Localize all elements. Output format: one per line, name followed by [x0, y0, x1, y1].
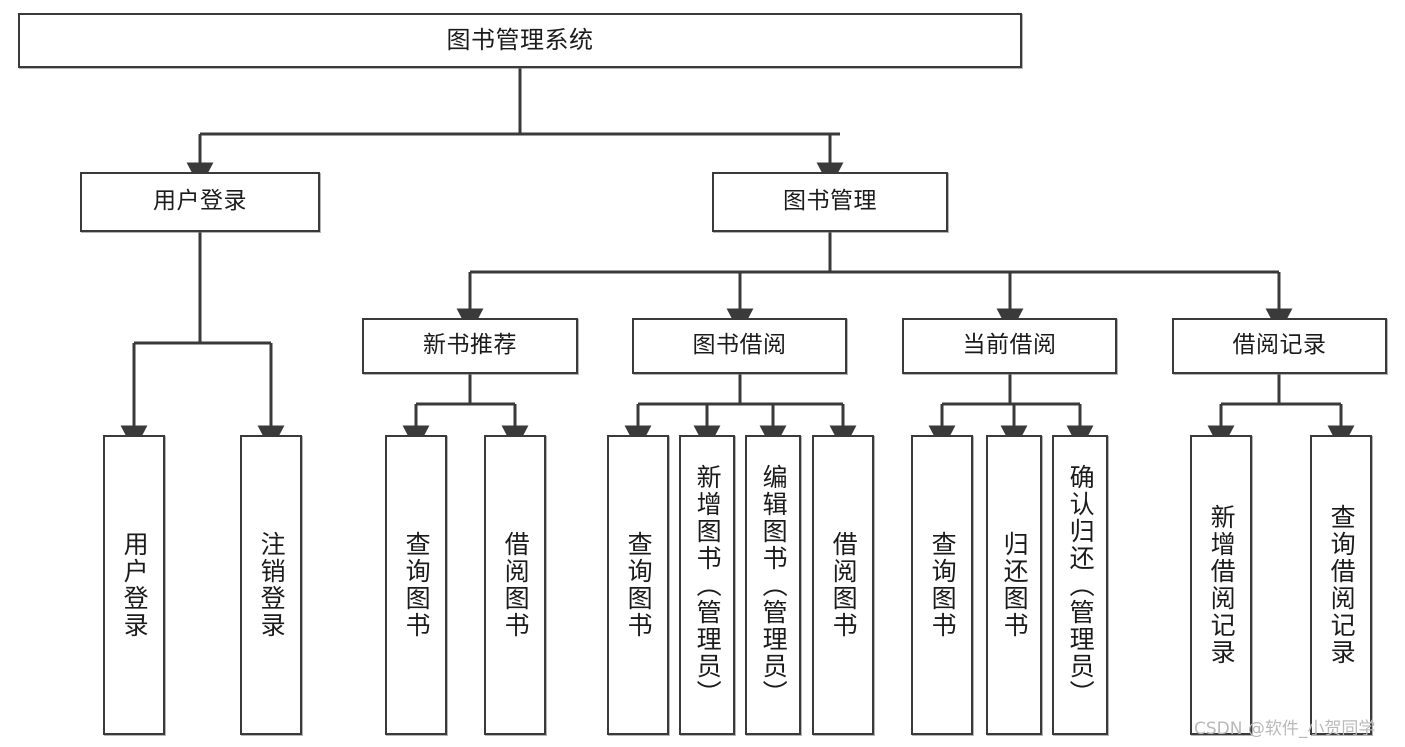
node-root-label: 图书管理系统 — [446, 26, 594, 55]
node-borrow-record[interactable]: 借阅记录 — [1172, 318, 1387, 374]
node-leaf-query-record-label: 查询借阅记录 — [1327, 504, 1357, 666]
node-book-borrow-label: 图书借阅 — [692, 332, 787, 359]
node-root[interactable]: 图书管理系统 — [18, 13, 1022, 68]
node-leaf-query-book-rec-label: 查询图书 — [402, 531, 432, 639]
node-leaf-logout-label: 注销登录 — [257, 531, 287, 639]
node-borrow-record-label: 借阅记录 — [1232, 332, 1327, 359]
node-leaf-add-book-label: 新增图书（管理员） — [693, 463, 723, 707]
connector-bookmanage-to-level3 — [456, 232, 1293, 334]
node-leaf-add-record[interactable]: 新增借阅记录 — [1190, 435, 1252, 735]
node-current-borrow[interactable]: 当前借阅 — [902, 318, 1117, 374]
connector-newbook-to-leaves — [402, 374, 529, 451]
node-leaf-add-record-label: 新增借阅记录 — [1207, 504, 1237, 666]
csdn-watermark: CSDN @软件_小贺同学 — [1194, 719, 1376, 739]
connector-borrowrecord-to-leaves — [1207, 374, 1355, 451]
node-leaf-query-book-cur[interactable]: 查询图书 — [911, 435, 973, 735]
node-book-manage[interactable]: 图书管理 — [712, 172, 948, 232]
node-leaf-edit-book-label: 编辑图书（管理员） — [759, 463, 789, 707]
node-leaf-borrow-book-label: 借阅图书 — [829, 531, 859, 639]
node-current-borrow-label: 当前借阅 — [962, 332, 1057, 359]
connector-userlogin-to-leaves — [120, 232, 285, 451]
node-leaf-confirm-return-label: 确认归还（管理员） — [1066, 463, 1096, 707]
node-leaf-edit-book[interactable]: 编辑图书（管理员） — [745, 435, 801, 735]
node-new-book-recommend-label: 新书推荐 — [423, 332, 517, 359]
node-leaf-user-login-label: 用户登录 — [120, 531, 150, 639]
node-user-login[interactable]: 用户登录 — [80, 172, 320, 232]
node-leaf-add-book[interactable]: 新增图书（管理员） — [679, 435, 735, 735]
node-leaf-confirm-return[interactable]: 确认归还（管理员） — [1052, 435, 1108, 735]
node-leaf-borrow-book-rec[interactable]: 借阅图书 — [484, 435, 546, 735]
node-leaf-query-record[interactable]: 查询借阅记录 — [1310, 435, 1372, 735]
node-leaf-user-login[interactable]: 用户登录 — [103, 435, 165, 735]
node-book-borrow[interactable]: 图书借阅 — [632, 318, 847, 374]
node-leaf-return-book-label: 归还图书 — [1000, 531, 1030, 639]
node-book-manage-label: 图书管理 — [783, 188, 877, 215]
node-leaf-logout[interactable]: 注销登录 — [240, 435, 302, 735]
node-user-login-label: 用户登录 — [153, 188, 247, 215]
connector-currentborrow-to-leaves — [928, 374, 1094, 451]
node-leaf-query-book-rec[interactable]: 查询图书 — [385, 435, 447, 735]
node-leaf-query-book-borrow[interactable]: 查询图书 — [607, 435, 669, 735]
node-leaf-query-book-cur-label: 查询图书 — [928, 531, 958, 639]
connector-root-to-level2 — [186, 68, 844, 188]
node-new-book-recommend[interactable]: 新书推荐 — [362, 318, 578, 374]
node-leaf-return-book[interactable]: 归还图书 — [986, 435, 1042, 735]
node-leaf-borrow-book-rec-label: 借阅图书 — [501, 531, 531, 639]
node-leaf-borrow-book[interactable]: 借阅图书 — [812, 435, 874, 735]
connector-bookborrow-to-leaves — [624, 374, 857, 451]
node-leaf-query-book-borrow-label: 查询图书 — [624, 531, 654, 639]
